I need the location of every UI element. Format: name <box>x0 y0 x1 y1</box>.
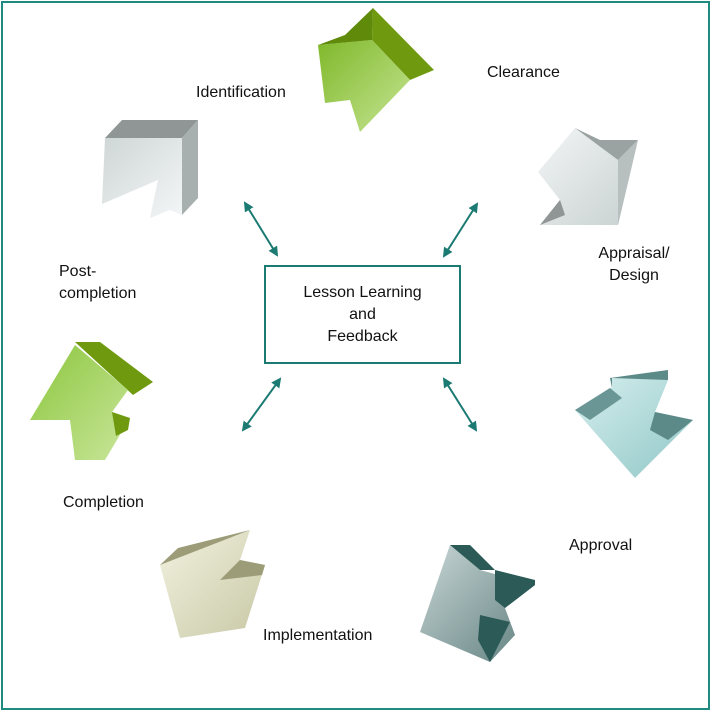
post-completion-label: Post- completion <box>59 261 136 305</box>
connector-arrow <box>442 377 478 432</box>
clearance-arrow-icon <box>318 8 434 132</box>
connector-arrow <box>442 202 479 258</box>
center-line-1: Lesson Learning <box>303 283 422 301</box>
lesson-learning-box: Lesson Learning and Feedback <box>264 265 461 364</box>
approval-label: Approval <box>569 537 633 554</box>
center-line-3: Feedback <box>327 327 398 345</box>
appraisal-label-line-1: Appraisal/ <box>598 245 670 262</box>
implementation-label: Implementation <box>263 627 373 644</box>
clearance-label: Clearance <box>487 64 560 81</box>
appraisal-label-line-2: Design <box>609 267 659 284</box>
center-line-2: and <box>349 305 376 323</box>
identification-label: Identification <box>196 84 286 101</box>
approval-arrow-icon <box>575 370 693 478</box>
post-completion-label-line-2: completion <box>59 285 137 302</box>
post-completion-arrow-icon <box>30 342 153 460</box>
completion-arrow-icon <box>160 530 265 638</box>
appraisal-arrow-icon <box>538 128 638 225</box>
post-completion-label-line-1: Post- <box>59 263 97 280</box>
identification-arrow-icon <box>102 120 198 218</box>
completion-label: Completion <box>63 494 144 511</box>
appraisal-label: Appraisal/ Design <box>594 243 674 287</box>
connector-arrow <box>243 201 279 257</box>
connector-arrow <box>241 377 282 432</box>
implementation-arrow-icon <box>420 545 535 662</box>
